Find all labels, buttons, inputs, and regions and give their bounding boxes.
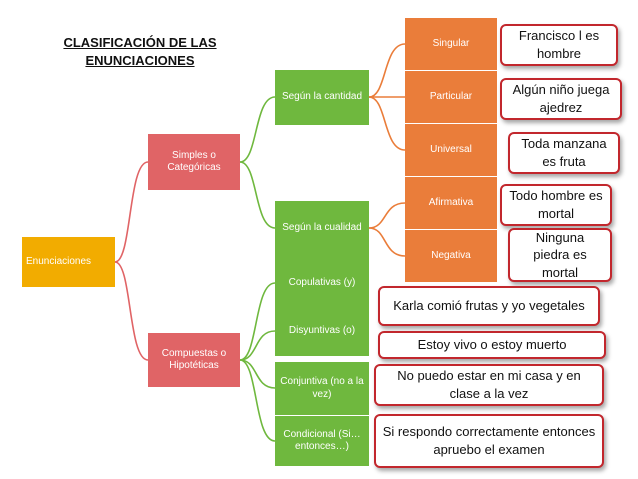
connector-cualidad-negativa	[368, 227, 406, 257]
node-condicional: Condicional (Si…entonces…)	[275, 416, 369, 466]
example-copulativas: Karla comió frutas y yo vegetales	[378, 286, 600, 326]
connector-compuestas-copulativas	[239, 282, 276, 361]
node-segun-cantidad: Según la cantidad	[275, 70, 369, 125]
node-negativa: Negativa	[405, 230, 497, 282]
node-segun-cualidad: Según la cualidad	[275, 201, 369, 256]
example-particular: Algún niño juega ajedrez	[500, 78, 622, 120]
node-particular: Particular	[405, 71, 497, 123]
node-copulativas: Copulativas (y)	[275, 256, 369, 310]
connector-root-simples	[114, 161, 149, 263]
example-conjuntiva: No puedo estar en mi casa y en clase a l…	[374, 364, 604, 406]
connector-root-compuestas	[114, 261, 149, 361]
node-afirmativa: Afirmativa	[405, 177, 497, 229]
connector-cantidad-singular	[368, 43, 406, 98]
connector-cantidad-universal	[368, 96, 406, 151]
example-afirmativa: Todo hombre es mortal	[500, 184, 612, 226]
example-universal: Toda manzana es fruta	[508, 132, 620, 174]
connector-simples-cantidad	[239, 96, 276, 163]
example-condicional: Si respondo correctamente entonces aprue…	[374, 414, 604, 468]
node-disyuntivas: Disyuntivas (o)	[275, 306, 369, 356]
connector-compuestas-condicional	[239, 359, 276, 442]
node-universal: Universal	[405, 124, 497, 176]
example-disyuntivas: Estoy vivo o estoy muerto	[378, 331, 606, 359]
connector-compuestas-disyuntivas	[239, 330, 276, 361]
connector-simples-cualidad	[239, 161, 276, 229]
diagram-title: CLASIFICACIÓN DE LAS ENUNCIACIONES	[63, 35, 217, 69]
node-singular: Singular	[405, 18, 497, 70]
example-negativa: Ninguna piedra es mortal	[508, 228, 612, 282]
node-enunciaciones: Enunciaciones	[22, 237, 115, 287]
connector-compuestas-conjuntiva	[239, 359, 276, 389]
node-compuestas-hipoteticas: Compuestas o Hipotéticas	[148, 333, 240, 387]
connector-cualidad-afirmativa	[368, 202, 406, 229]
node-simples-categoricas: Simples o Categóricas	[148, 134, 240, 190]
node-conjuntiva: Conjuntiva (no a la vez)	[275, 362, 369, 415]
example-singular: Francisco l es hombre	[500, 24, 618, 66]
